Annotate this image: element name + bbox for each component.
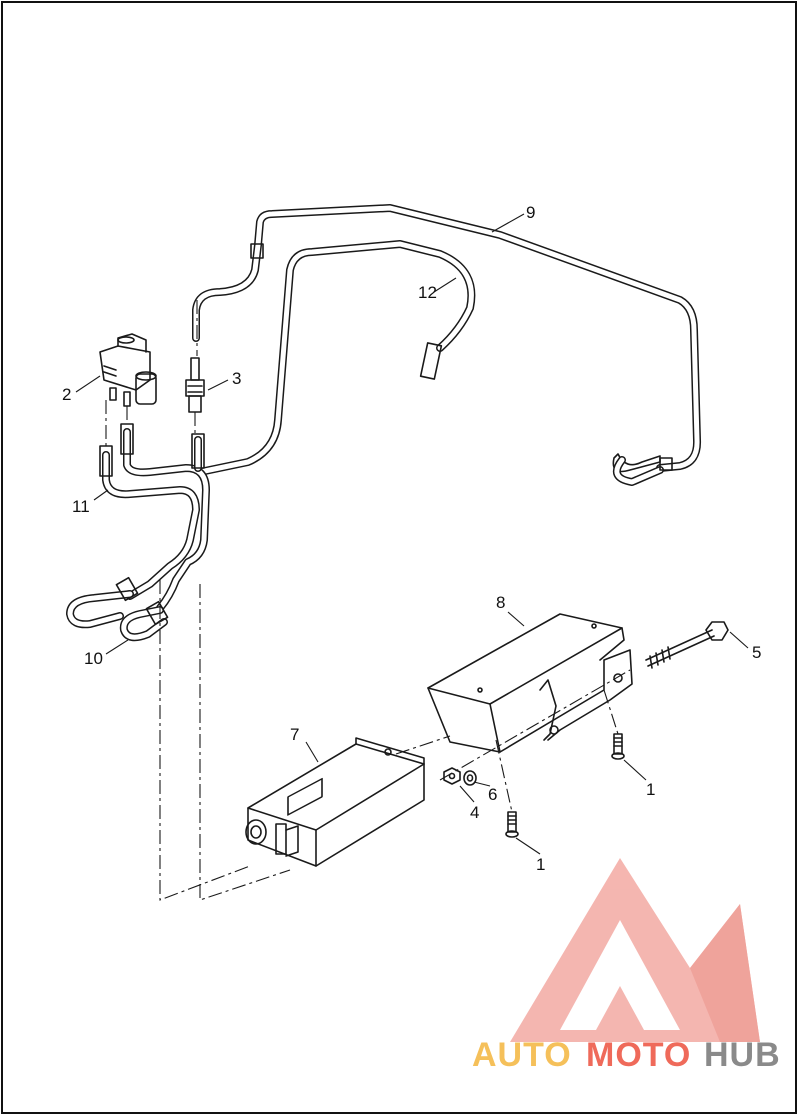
wordmark-hub: HUB — [704, 1036, 781, 1074]
automotohub-logo — [510, 858, 760, 1042]
hose-9 — [192, 204, 702, 486]
callout-9: 9 — [526, 203, 535, 222]
wordmark-moto: MOTO — [586, 1036, 691, 1074]
callout-7: 7 — [290, 725, 299, 744]
bracket-8 — [427, 613, 633, 753]
screw-1-upper — [611, 733, 625, 760]
callout-5: 5 — [752, 643, 761, 662]
screw-1-lower — [505, 811, 519, 838]
fitting-3 — [185, 357, 205, 413]
canister-7 — [245, 737, 425, 867]
callout-6: 6 — [488, 785, 497, 804]
callout-8: 8 — [496, 593, 505, 612]
bolt-5 — [645, 621, 729, 669]
leader-lines — [75, 213, 749, 855]
callout-4: 4 — [470, 803, 479, 822]
callout-1-lower: 1 — [536, 855, 545, 874]
callout-12: 12 — [418, 283, 437, 302]
callout-1-upper: 1 — [646, 780, 655, 799]
hose-11 — [99, 423, 210, 612]
callout-3: 3 — [232, 369, 241, 388]
assembly-lines — [105, 300, 631, 901]
automotohub-wordmark: AUTO MOTO HUB — [472, 1036, 781, 1074]
solenoid-valve-2 — [99, 333, 157, 407]
nut-4 — [443, 767, 461, 785]
callout-2: 2 — [62, 385, 71, 404]
callout-11: 11 — [72, 497, 90, 516]
wordmark-auto: AUTO — [472, 1036, 572, 1074]
callout-10: 10 — [84, 649, 103, 668]
hose-12 — [196, 240, 476, 476]
washer-6 — [463, 770, 477, 786]
hose-10 — [66, 576, 169, 642]
